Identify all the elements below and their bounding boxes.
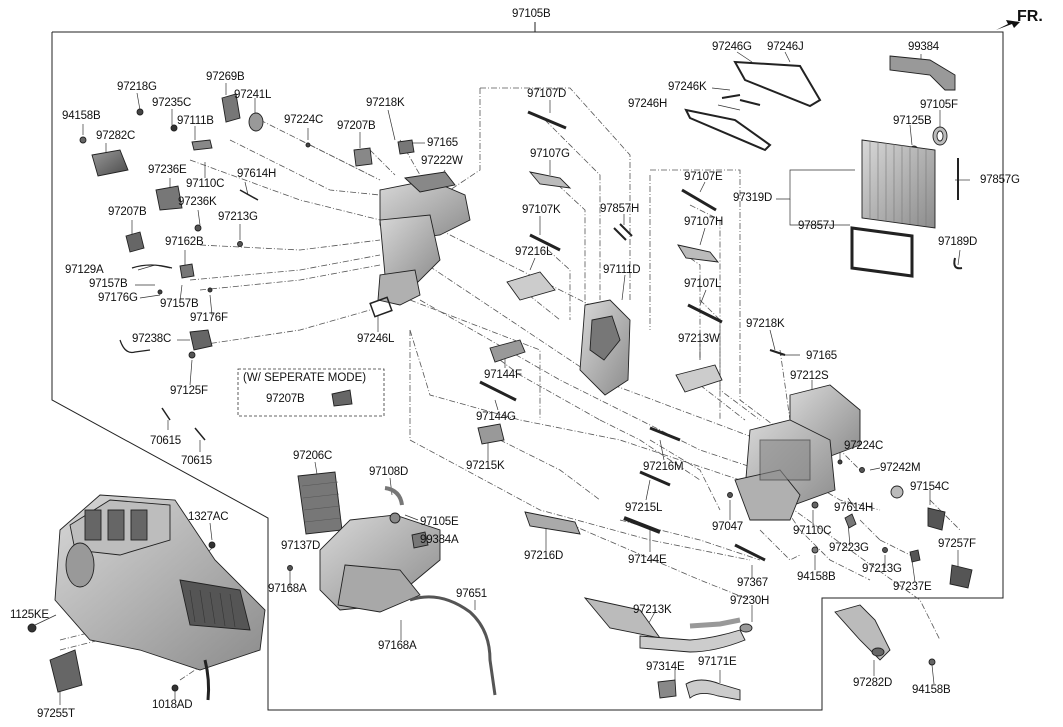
part-label[interactable]: 94158B (912, 684, 951, 696)
part-label[interactable]: 97319D (733, 192, 773, 204)
part-label[interactable]: 97230H (730, 595, 770, 607)
part-label[interactable]: 97110C (793, 525, 832, 537)
part-label[interactable]: 97236K (178, 196, 217, 208)
part-label[interactable]: 97224C (284, 114, 324, 126)
part-label[interactable]: 97125F (170, 385, 208, 397)
part-label[interactable]: 97105E (420, 516, 459, 528)
part-label[interactable]: 94158B (797, 571, 836, 583)
part-label[interactable]: 97222W (421, 155, 463, 167)
part-label[interactable]: 99384A (420, 534, 459, 546)
part-label[interactable]: 97213K (633, 604, 672, 616)
part-label[interactable]: 97216L (515, 246, 553, 258)
part-label[interactable]: 70615 (150, 435, 181, 447)
part-label[interactable]: 97107E (684, 171, 723, 183)
part-label[interactable]: 97207B (108, 206, 147, 218)
part-label[interactable]: 97213G (218, 211, 258, 223)
part-label[interactable]: 97176G (98, 292, 138, 304)
part-label[interactable]: 97165 (427, 137, 458, 149)
part-label[interactable]: 1327AC (188, 511, 229, 523)
part-label[interactable]: 97215K (466, 460, 505, 472)
part-label[interactable]: 97218K (366, 97, 405, 109)
part-label[interactable]: 97241L (234, 89, 272, 101)
part-label[interactable]: 97189D (938, 236, 978, 248)
part-label[interactable]: 97107H (684, 216, 724, 228)
part-label[interactable]: 97212S (790, 370, 829, 382)
part-label[interactable]: 97235C (152, 97, 192, 109)
part-label[interactable]: 97213G (862, 563, 902, 575)
part-label[interactable]: 1125KE (10, 609, 49, 621)
part-label[interactable]: 97218G (117, 81, 157, 93)
part-label[interactable]: 97144E (628, 554, 667, 566)
part-label[interactable]: 97216D (524, 550, 564, 562)
part-label[interactable]: 97282D (853, 677, 893, 689)
part-label[interactable]: 97242M (880, 462, 921, 474)
part-label[interactable]: 97176F (190, 312, 228, 324)
part-label[interactable]: 97105B (512, 8, 551, 20)
part-label[interactable]: 97125B (893, 115, 932, 127)
part-label[interactable]: 97246G (712, 41, 752, 53)
part-label[interactable]: 97614H (834, 502, 874, 514)
part-label[interactable]: 97157B (89, 278, 128, 290)
part-label[interactable]: 99384 (908, 41, 939, 53)
part-label[interactable]: 97236E (148, 164, 187, 176)
part-label[interactable]: 97105F (920, 99, 958, 111)
part-label[interactable]: 97207B (266, 393, 305, 405)
part-label[interactable]: 97857H (600, 203, 640, 215)
part-label[interactable]: 97367 (737, 577, 768, 589)
part-label[interactable]: 97216M (643, 461, 684, 473)
part-label[interactable]: 97047 (712, 521, 743, 533)
part-label[interactable]: 97107K (522, 204, 561, 216)
part-label[interactable]: 97314E (646, 661, 685, 673)
part-label[interactable]: 97107L (684, 278, 722, 290)
part-label[interactable]: 97162B (165, 236, 204, 248)
part-label[interactable]: 70615 (181, 455, 212, 467)
part-label[interactable]: 97165 (806, 350, 837, 362)
part-label[interactable]: 97651 (456, 588, 487, 600)
part-label[interactable]: 97282C (96, 130, 136, 142)
part-label[interactable]: 94158B (62, 110, 101, 122)
part-label[interactable]: 1018AD (152, 699, 193, 711)
part-label[interactable]: 97168A (378, 640, 417, 652)
part-label[interactable]: 97215L (625, 502, 663, 514)
part-label[interactable]: 97144G (476, 411, 516, 423)
part-label[interactable]: 97171E (698, 656, 737, 668)
part-label[interactable]: 97129A (65, 264, 104, 276)
part-label[interactable]: 97154C (910, 481, 950, 493)
part-label[interactable]: 97269B (206, 71, 245, 83)
part-label[interactable]: 97224C (844, 440, 884, 452)
part-label[interactable]: 97857J (798, 220, 835, 232)
part-label[interactable]: 97255T (37, 708, 75, 720)
front-direction-label: FR. (1017, 8, 1043, 25)
part-label[interactable]: 97246L (357, 333, 395, 345)
part-label[interactable]: 97614H (237, 168, 277, 180)
part-label[interactable]: 97246H (628, 98, 668, 110)
part-label[interactable]: 97246K (668, 81, 707, 93)
part-label[interactable]: 97218K (746, 318, 785, 330)
part-label[interactable]: 97223G (829, 542, 869, 554)
separate-mode-label: (W/ SEPERATE MODE) (243, 372, 367, 384)
part-label[interactable]: 97144F (484, 369, 522, 381)
part-label[interactable]: 97857G (980, 174, 1020, 186)
part-label[interactable]: 97137D (281, 540, 321, 552)
part-label[interactable]: 97107G (530, 148, 570, 160)
part-label[interactable]: 97168A (268, 583, 307, 595)
part-label[interactable]: 97246J (767, 41, 804, 53)
part-label[interactable]: 97110C (186, 178, 225, 190)
part-label[interactable]: 97207B (337, 120, 376, 132)
part-label[interactable]: 97108D (369, 466, 409, 478)
part-label[interactable]: 97111D (603, 264, 641, 276)
part-label[interactable]: 97213W (678, 333, 720, 345)
part-label[interactable]: 97157B (160, 298, 199, 310)
part-label[interactable]: 97206C (293, 450, 333, 462)
part-label[interactable]: 97107D (527, 88, 567, 100)
part-label[interactable]: 97257F (938, 538, 976, 550)
front-arrow-icon (996, 20, 1020, 30)
frame-border (51, 31, 1004, 711)
part-label[interactable]: 97238C (132, 333, 172, 345)
part-label[interactable]: 97111B (177, 115, 214, 127)
part-label[interactable]: 97237E (893, 581, 932, 593)
